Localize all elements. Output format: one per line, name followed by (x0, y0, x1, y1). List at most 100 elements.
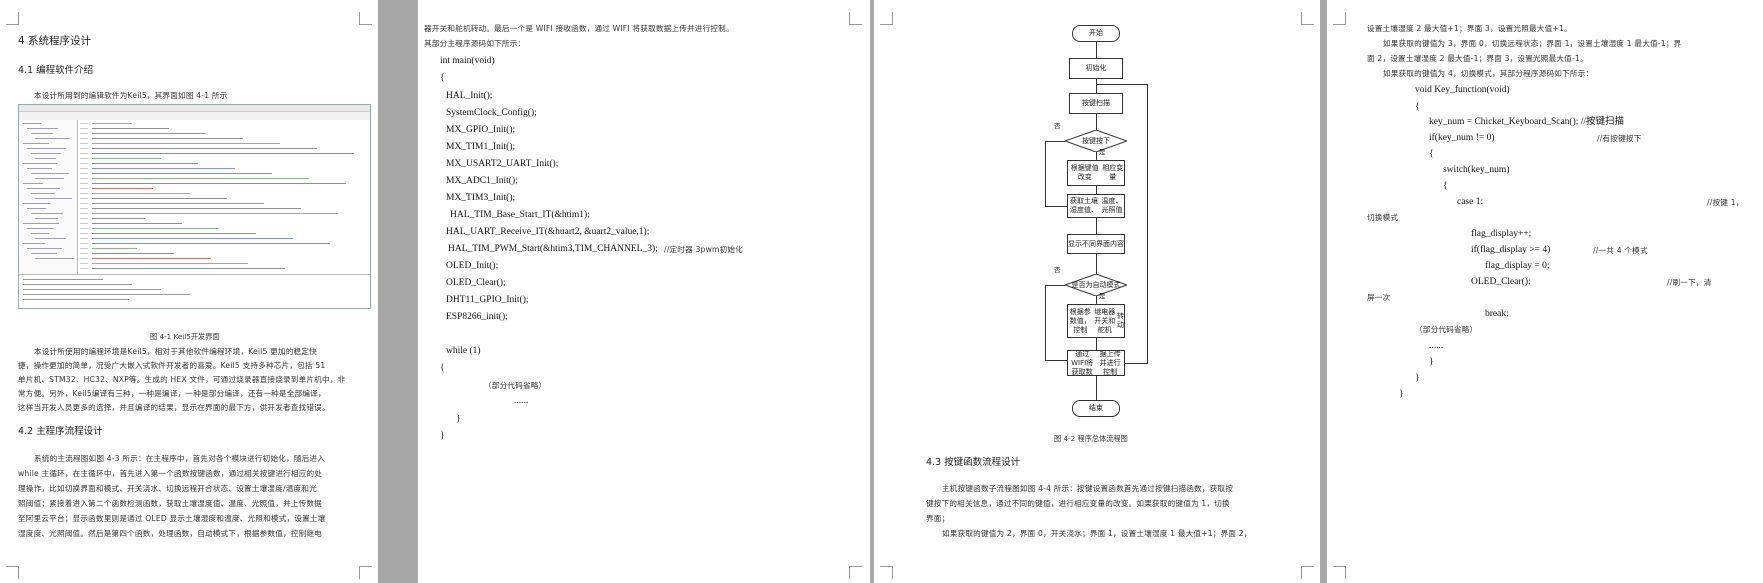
code-line: MX_GPIO_Init(); (446, 125, 516, 135)
document-page-2: 器开关和舵机转动。最后一个是 WIFI 接收函数，通过 WIFI 将获取数据上传… (418, 0, 870, 583)
crop-mark (1333, 12, 1346, 25)
code-line: MX_TIM3_Init(); (446, 193, 516, 203)
code-line: ...... (1429, 341, 1444, 351)
code-line: OLED_Clear(); (446, 278, 506, 288)
code-line: break; (1485, 309, 1509, 319)
document-page-1: 4 系统程序设计 4.1 编程软件介绍 本设计所用到的编辑软件为Keil5，其界… (0, 0, 378, 583)
paragraph-line: 如果获取的键值为 2，界面 0，开关浇水；界面 1，设置土壤湿度 1 最大值+1… (942, 529, 1252, 538)
crop-mark (6, 566, 19, 579)
subsection-heading: 4.3 按键函数流程设计 (926, 457, 1021, 468)
code-line: } (456, 414, 461, 424)
code-omitted: （部分代码省略） (1415, 325, 1478, 334)
code-comment: //按键 1， (1707, 198, 1744, 207)
flow-control-relay: 根据参数值，控制继电器开关和舵机转动 (1067, 304, 1125, 338)
intro-text: 本设计所用到的编辑软件为Keil5，其界面如图 4-1 所示 (34, 91, 228, 100)
paragraph-line: while 主循环，在主循环中，首先进入第一个函数按键函数，通过相关按键进行相应… (18, 469, 323, 478)
flow-acquire-data: 获取土壤湿度值、温度、光照值 (1067, 194, 1125, 218)
paragraph-line: 捷，操作更加的简单，况受广大嵌入式软件开发者的喜爱。Keil5 支持多种芯片，包… (18, 361, 326, 370)
code-line: void Key_function(void) (1415, 85, 1510, 95)
code-comment: //有按键按下 (1597, 134, 1642, 143)
figure-caption: 图 4-2 程序总体流程图 (1054, 434, 1128, 443)
code-omitted: （部分代码省略） (484, 381, 547, 390)
flow-init: 初始化 (1069, 58, 1123, 79)
build-output (19, 274, 370, 308)
paragraph-line: 设置土壤湿度 2 最大值+1；界面 3，设置光照最大值+1。 (1367, 24, 1572, 33)
code-line: HAL_TIM_PWM_Start(&htim3,TIM_CHANNEL_3); (448, 244, 658, 254)
subsection-heading: 4.2 主程序流程设计 (18, 426, 103, 437)
paragraph-line: 常方便。另外，Keil5编译有三种，一种是编译，一种是部分编译，还有一种是全部编… (18, 389, 326, 398)
code-line: HAL_TIM_Base_Start_IT(&htim1); (450, 210, 590, 220)
crop-mark (849, 566, 862, 579)
paragraph-line: 键按下的相关信息，通过不同的键值，进行相应变量的改变。如果获取的键值为 1，切换 (926, 499, 1230, 508)
paragraph-line: 面 2，设置土壤湿度 2 最大值-1；界面 3，设置光照最大值-1。 (1367, 54, 1588, 63)
keil5-screenshot (18, 104, 371, 309)
code-line: DHT11_GPIO_Init(); (446, 295, 529, 305)
paragraph-line: 本设计所使用的编程环境是Keil5，相对于其他软件编程环境，Keil5 更加的稳… (34, 347, 317, 356)
crop-mark (1301, 566, 1314, 579)
flow-display: 显示不同界面内容 (1067, 234, 1125, 254)
code-line: flag_display = 0; (1485, 261, 1550, 271)
code-line: flag_display++; (1471, 229, 1532, 239)
yes-label: 是 (1099, 292, 1106, 300)
code-line: ...... (514, 396, 529, 406)
code-line: switch(key_num) (1443, 165, 1510, 175)
figure-caption: 图 4-1 Keil5开发界面 (150, 332, 220, 341)
code-editor (78, 120, 370, 274)
project-tree (19, 120, 78, 274)
crop-mark (359, 12, 372, 25)
flow-wifi-upload: 通过WIFI将获取数据上传并进行控制 (1067, 350, 1125, 376)
code-line: MX_USART2_UART_Init(); (446, 159, 559, 169)
code-line: if(flag_display >= 4) (1471, 245, 1551, 255)
code-line: } (1415, 373, 1420, 383)
code-line: { (1415, 102, 1420, 112)
code-line: OLED_Clear(); (1471, 277, 1531, 287)
flow-auto-mode-decision: 是否为自动模式 (1065, 274, 1127, 296)
code-line: if(key_num != 0) (1429, 133, 1495, 143)
code-line: } (440, 431, 445, 441)
paragraph-line: 系统的主流程图如图 4-3 所示：在主程序中，首先对各个模块进行初始化，随后进入 (34, 454, 326, 463)
code-line: } (1399, 389, 1404, 399)
subsection-heading: 4.1 编程软件介绍 (18, 65, 94, 76)
code-line: { (440, 363, 445, 373)
paragraph-line: 湿度度、光照阈值。然后是第四个函数，处理函数，自动模式下，根据参数值，控制继电 (18, 529, 322, 538)
code-comment: //定时器 3pwm初始化 (664, 245, 743, 254)
crop-mark (880, 12, 893, 25)
flow-change-vars: 根据键值改变相应变量 (1067, 160, 1125, 186)
paragraph-line: 单片机、STM32、HC32、NXP等。生成的 HEX 文件，可通过烧录器直接烧… (18, 375, 346, 384)
code-line: ESP8266_init(); (446, 312, 508, 322)
paragraph-line: 理操作，比如切换界面和模式、开关浇水、切换远程开合状态、设置土壤湿度/温度和光 (18, 484, 317, 493)
code-comment: 屏一次 (1367, 293, 1391, 302)
paragraph-line: 器开关和舵机转动。最后一个是 WIFI 接收函数，通过 WIFI 将获取数据上传… (424, 24, 734, 33)
flow-start: 开始 (1072, 25, 1120, 42)
code-line: { (440, 73, 445, 83)
code-line: while (1) (446, 346, 481, 356)
code-line: SystemClock_Config(); (446, 108, 537, 118)
code-line: MX_TIM1_Init(); (446, 142, 516, 152)
document-page-4: 设置土壤湿度 2 最大值+1；界面 3，设置光照最大值+1。 如果获取的键值为 … (1327, 0, 1763, 583)
paragraph-line: 主机按键函数子流程图如图 4-4 所示：按键设置函数首先通过按键扫描函数，获取按 (942, 484, 1234, 493)
crop-mark (880, 566, 893, 579)
crop-mark (849, 12, 862, 25)
code-comment: //刷一下，清 (1667, 278, 1712, 287)
code-line: OLED_Init(); (446, 261, 499, 271)
document-page-3: 开始 初始化 按键扫描 按键按下 否 是 根据键值改变相应变量 获取土壤湿度值、… (874, 0, 1320, 583)
code-line: case 1: (1457, 197, 1484, 207)
crop-mark (359, 566, 372, 579)
code-comment: 切换模式 (1367, 213, 1399, 222)
crop-mark (6, 12, 19, 25)
paragraph-line: 至阿里云平台；显示函数里则是通过 OLED 显示土壤湿度和温度、光照和模式，设置… (18, 514, 326, 523)
code-line: int main(void) (440, 56, 495, 66)
crop-mark (1333, 566, 1346, 579)
flow-key-pressed-decision: 按键按下 (1065, 130, 1127, 152)
paragraph-line: 界面； (926, 514, 950, 523)
code-line: { (1429, 149, 1434, 159)
paragraph-line: 照阈值；紧接着进入第二个函数检测函数，获取土壤湿度值、温度、光照值，并上传数据 (18, 499, 322, 508)
code-line: HAL_Init(); (446, 91, 493, 101)
code-line: key_num = Chicket_Keyboard_Scan(); //按键扫… (1429, 117, 1625, 127)
code-comment: //一共 4 个模式 (1593, 246, 1648, 255)
paragraph-line: 这样当开发人员更多的选择，并且编译的结果，显示在界面的最下方，供开发者查找错误。 (18, 403, 330, 412)
no-label: 否 (1054, 266, 1061, 274)
code-line: { (1443, 181, 1448, 191)
no-label: 否 (1054, 122, 1061, 130)
paragraph-line: 如果获取的键值为 3，界面 0，切换远程状态；界面 1，设置土壤湿度 1 最大值… (1383, 39, 1682, 48)
